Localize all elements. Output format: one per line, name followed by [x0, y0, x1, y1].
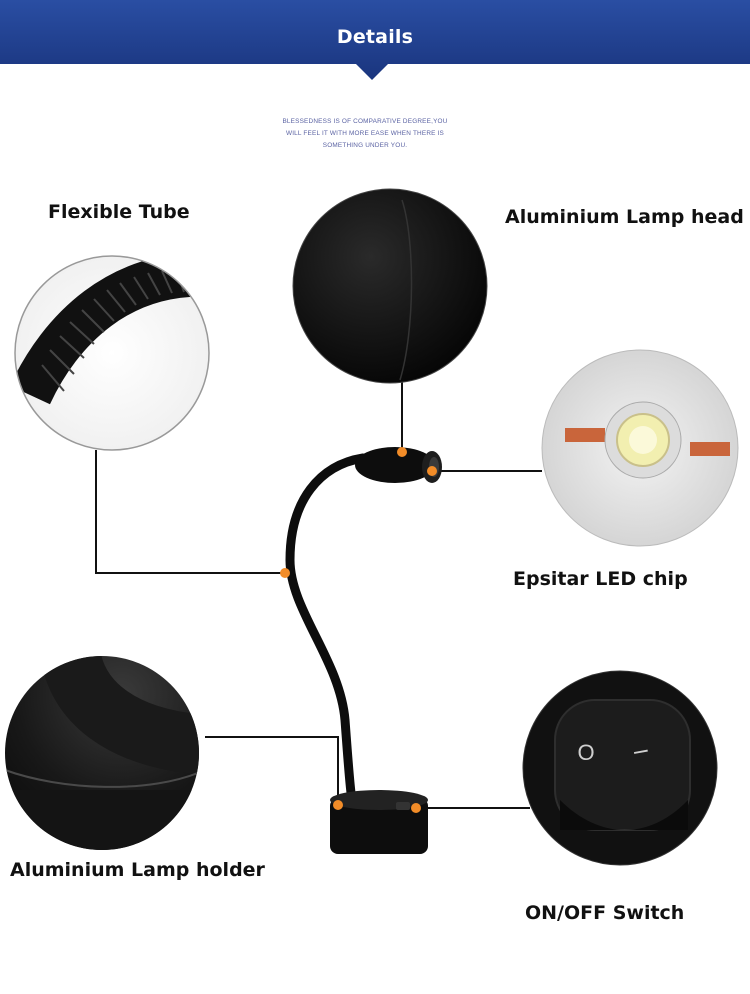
- chip-marker: [427, 466, 437, 476]
- label-switch: ON/OFF Switch: [525, 902, 685, 924]
- connector-lines: [95, 382, 542, 809]
- motto-line-1: BLESSEDNESS IS OF COMPARATIVE DEGREE,YOU: [282, 118, 448, 125]
- led-chip-closeup: [541, 349, 739, 547]
- holder-marker: [333, 800, 343, 810]
- label-lamp-holder: Aluminium Lamp holder: [10, 859, 265, 881]
- callout-markers: [280, 447, 437, 813]
- motto-line-2: WILL FEEL IT WITH MORE EASE WHEN THERE I…: [285, 130, 445, 137]
- lamp-product: [285, 447, 442, 854]
- banner-title: Details: [336, 26, 414, 48]
- banner-shape: [0, 0, 750, 80]
- switch-marker: [411, 803, 421, 813]
- lamp-holder-closeup: [5, 656, 199, 850]
- details-banner: Details: [0, 0, 750, 86]
- holder-connector-line: [205, 736, 339, 805]
- tube-connector-line: [95, 450, 285, 574]
- label-led-chip: Epsitar LED chip: [513, 568, 688, 590]
- motto-line-3: SOMETHING UNDER YOU.: [322, 142, 408, 149]
- label-lamp-head: Aluminium Lamp head: [505, 206, 744, 228]
- flexible-tube-closeup: [14, 255, 210, 451]
- lamp-head-closeup: [292, 188, 488, 384]
- head-marker: [397, 447, 407, 457]
- switch-closeup: O I: [522, 670, 718, 866]
- tube-marker: [280, 568, 290, 578]
- switch-on-symbol: I: [629, 747, 652, 756]
- switch-off-symbol: O: [577, 740, 594, 765]
- motto-text: BLESSEDNESS IS OF COMPARATIVE DEGREE,YOU…: [255, 116, 475, 152]
- label-flexible-tube: Flexible Tube: [48, 201, 190, 223]
